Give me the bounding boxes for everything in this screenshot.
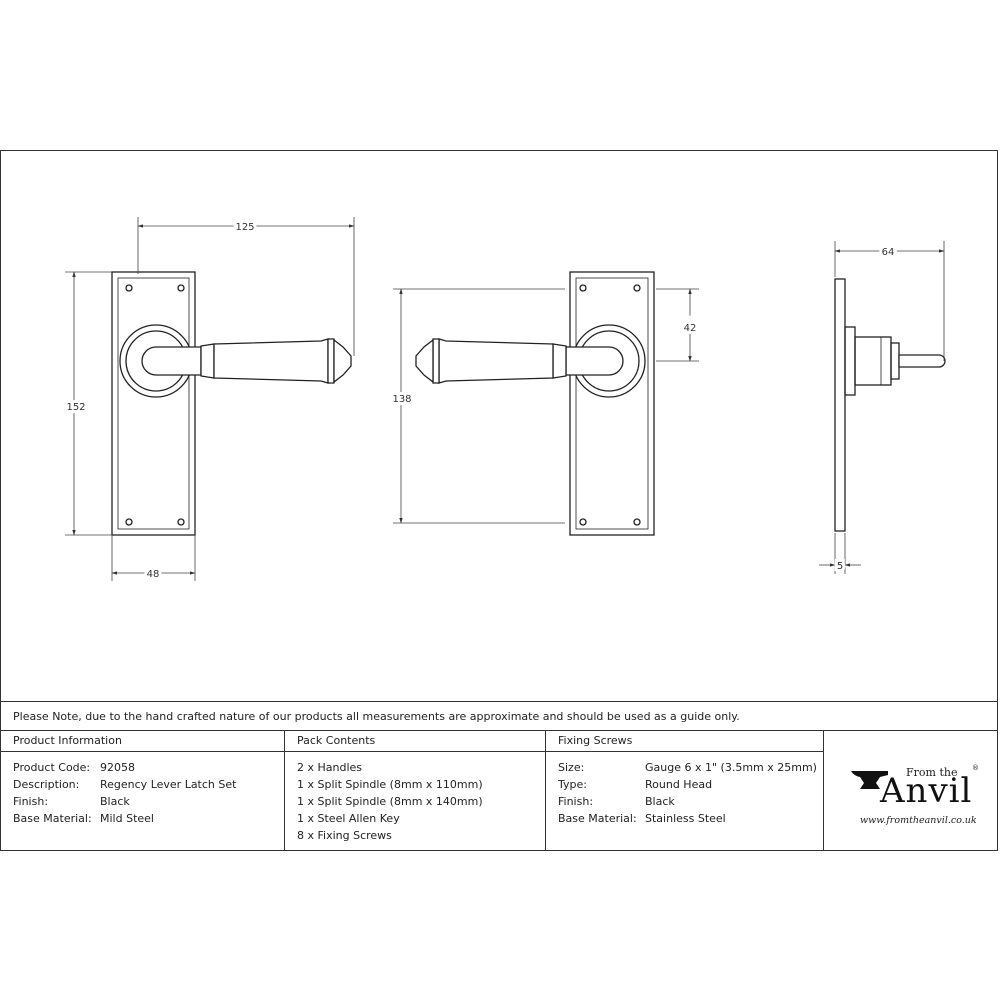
measurement-note: Please Note, due to the hand crafted nat… (1, 701, 997, 731)
info-row: Description: Regency Lever Latch Set (13, 776, 284, 793)
technical-drawing-sheet: 125 152 48 138 42 64 5 Please Note, due … (0, 150, 998, 851)
screw-label: Finish: (558, 795, 594, 808)
pack-contents-table: Pack Contents 2 x Handles 1 x Split Spin… (285, 731, 546, 850)
screw-row: Size: Gauge 6 x 1" (3.5mm x 25mm) (558, 759, 823, 776)
screw-value: Round Head (645, 778, 713, 791)
info-label: Product Code: (13, 761, 91, 774)
screw-label: Base Material: (558, 812, 637, 825)
pack-item: 1 x Split Spindle (8mm x 110mm) (297, 778, 483, 791)
info-value: Regency Lever Latch Set (100, 778, 237, 791)
side-rose (854, 336, 892, 386)
dim-label-42: 42 (684, 323, 697, 334)
fixing-screws-header: Fixing Screws (546, 731, 823, 752)
rear-lever (565, 346, 624, 376)
pack-contents-header: Pack Contents (285, 731, 545, 752)
info-label: Description: (13, 778, 80, 791)
rear-backplate (569, 271, 655, 536)
front-lever (141, 346, 202, 376)
screw-label: Size: (558, 761, 585, 774)
product-information-table: Product Information Product Code: 92058 D… (1, 731, 285, 850)
info-label: Finish: (13, 795, 49, 808)
side-backplate (834, 278, 846, 532)
fixing-screws-table: Fixing Screws Size: Gauge 6 x 1" (3.5mm x… (546, 731, 824, 850)
screw-value: Black (645, 795, 675, 808)
info-value: Mild Steel (100, 812, 154, 825)
side-view (834, 278, 946, 532)
info-row: Product Code: 92058 (13, 759, 284, 776)
side-lever (898, 354, 946, 368)
logo-word: Anvil (880, 771, 973, 811)
dim-label-138: 138 (392, 394, 411, 405)
info-value: Black (100, 795, 130, 808)
pack-item: 8 x Fixing Screws (297, 829, 392, 842)
logo-registered-mark: ® (972, 764, 979, 772)
front-backplate (111, 271, 196, 536)
dim-label-64: 64 (882, 247, 895, 258)
dim-label-152: 152 (66, 402, 85, 413)
screw-value: Stainless Steel (645, 812, 726, 825)
screw-label: Type: (558, 778, 587, 791)
logo-from-the: From the (906, 766, 958, 779)
front-view (111, 271, 352, 536)
pack-item: 2 x Handles (297, 761, 363, 774)
pack-item: 1 x Split Spindle (8mm x 140mm) (297, 795, 483, 808)
screw-row: Finish: Black (558, 793, 823, 810)
dim-label-125: 125 (235, 222, 254, 233)
info-value: 92058 (100, 761, 135, 774)
info-row: Finish: Black (13, 793, 284, 810)
technical-drawing: 125 152 48 138 42 64 5 (63, 217, 946, 583)
anvil-logo: From the Anvil ® www.fromtheanvil.co.uk (824, 731, 997, 850)
dim-label-5: 5 (837, 561, 843, 572)
dim-label-48: 48 (147, 569, 160, 580)
screw-row: Type: Round Head (558, 776, 823, 793)
screw-row: Base Material: Stainless Steel (558, 810, 823, 827)
rear-view (415, 271, 655, 536)
product-information-header: Product Information (1, 731, 284, 752)
info-label: Base Material: (13, 812, 92, 825)
screw-value: Gauge 6 x 1" (3.5mm x 25mm) (645, 761, 817, 774)
pack-item: 1 x Steel Allen Key (297, 812, 400, 825)
anvil-icon (851, 771, 888, 789)
logo-url: www.fromtheanvil.co.uk (860, 815, 977, 826)
info-row: Base Material: Mild Steel (13, 810, 284, 827)
